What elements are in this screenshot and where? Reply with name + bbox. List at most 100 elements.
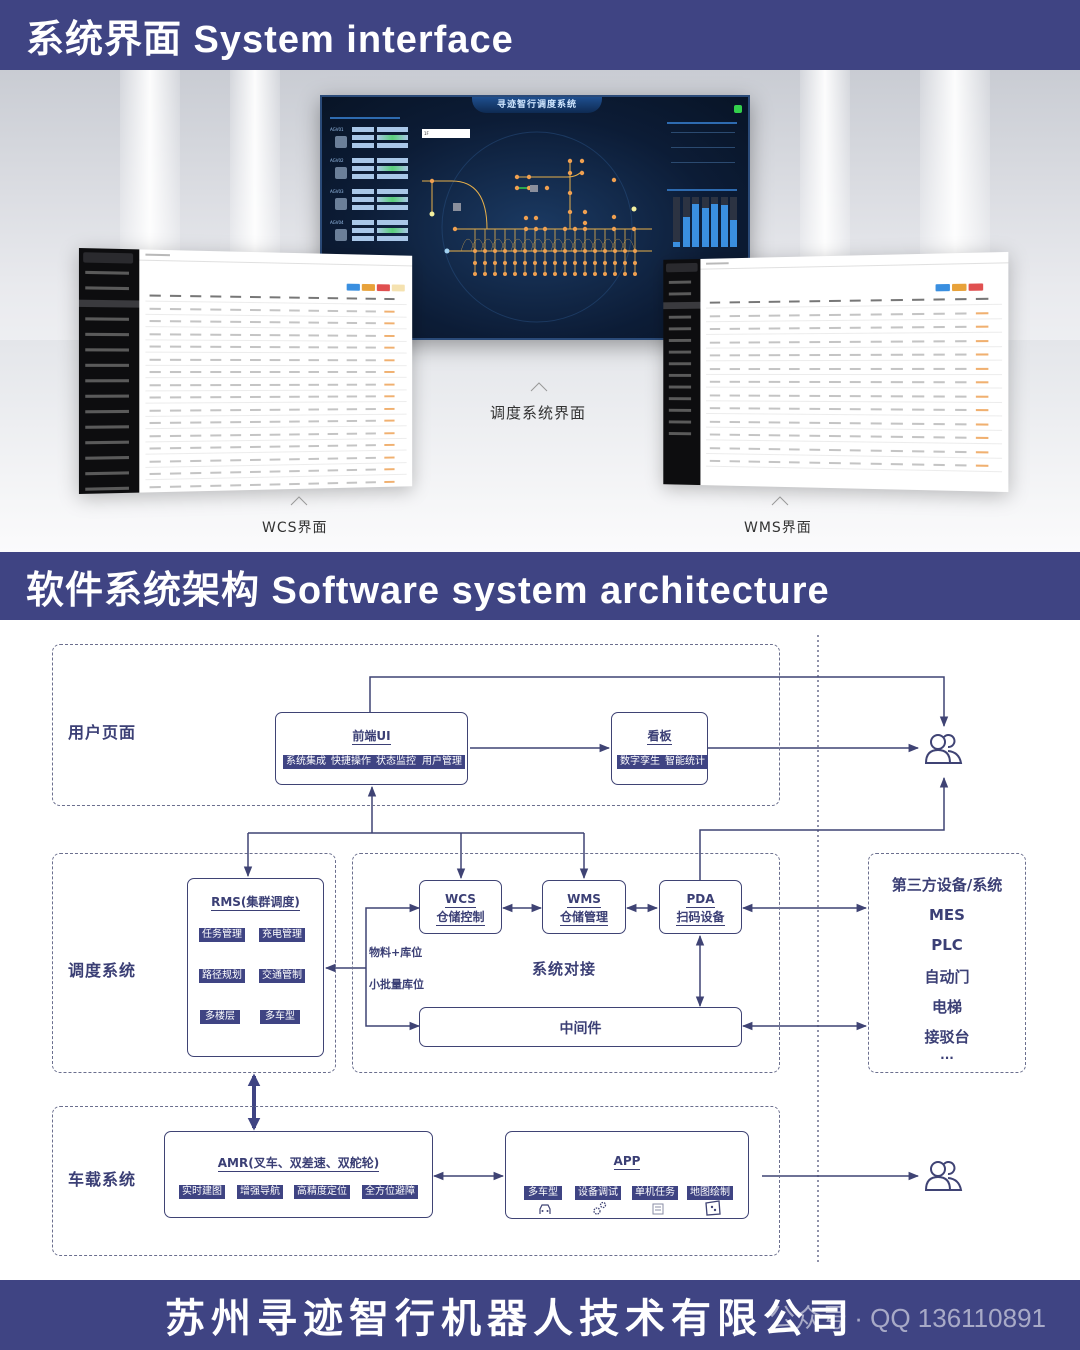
table-cell <box>346 334 358 337</box>
table-cell <box>308 445 320 448</box>
sidebar-menu-item[interactable] <box>668 420 692 424</box>
dispatch-screen-title: 寻迹智行调度系统 <box>472 97 602 113</box>
route-curve <box>470 238 486 252</box>
sidebar-menu-item[interactable] <box>85 363 129 367</box>
sidebar-menu-item[interactable] <box>85 394 129 398</box>
toolbar-button[interactable] <box>361 283 375 291</box>
table-cell <box>346 419 358 423</box>
table-cell <box>190 345 202 348</box>
sidebar-menu-item[interactable] <box>85 486 129 491</box>
sidebar-menu-item[interactable] <box>668 338 692 342</box>
table-cell <box>230 320 242 323</box>
table-cell <box>210 345 222 348</box>
map-node <box>623 249 627 253</box>
sidebar-menu-item[interactable] <box>668 315 692 319</box>
sidebar-menu-item[interactable] <box>668 373 692 377</box>
table-cell <box>976 450 989 453</box>
table-cell <box>346 432 358 435</box>
table-cell <box>327 481 339 484</box>
table-cell <box>709 314 721 317</box>
sidebar-menu-item[interactable] <box>668 327 692 331</box>
table-cell <box>768 314 780 317</box>
table-cell <box>230 458 242 461</box>
table-cell <box>169 459 182 462</box>
map-floor-select[interactable]: 1F <box>422 129 470 138</box>
map-node <box>633 249 637 253</box>
table-cell <box>169 396 182 399</box>
sidebar-menu-item[interactable] <box>85 409 129 414</box>
table-cell <box>912 463 924 466</box>
toolbar-button[interactable] <box>968 283 984 291</box>
route-curve <box>620 238 636 252</box>
sidebar-menu-item[interactable] <box>668 408 692 412</box>
table-cell <box>891 340 903 343</box>
table-cell <box>849 394 862 397</box>
map-node <box>631 226 637 232</box>
table-cell <box>870 340 882 343</box>
map-node <box>611 214 617 220</box>
sidebar-menu-item[interactable] <box>85 270 129 275</box>
table-cell <box>748 394 760 397</box>
table-cell <box>250 333 261 336</box>
table-cell <box>709 433 721 436</box>
sidebar-active-item[interactable] <box>663 301 701 310</box>
sidebar-active-item[interactable] <box>78 299 140 308</box>
map-node <box>583 249 587 253</box>
toolbar-button[interactable] <box>935 283 950 292</box>
table-row-divider <box>706 412 1003 417</box>
sidebar-menu-item[interactable] <box>85 317 129 321</box>
table-cell <box>250 320 261 324</box>
table-cell <box>365 480 376 483</box>
table-cell <box>149 371 161 374</box>
sidebar-menu-item[interactable] <box>668 432 692 436</box>
table-cell <box>729 367 741 370</box>
table-header-cell <box>250 295 261 299</box>
sidebar-menu-item[interactable] <box>668 385 692 389</box>
table-cell <box>169 383 182 386</box>
table-cell <box>289 308 300 312</box>
route-map <box>422 131 652 323</box>
toolbar-button[interactable] <box>391 284 405 292</box>
sidebar-menu-item[interactable] <box>668 292 692 296</box>
map-node <box>573 272 577 276</box>
table-cell <box>729 420 741 423</box>
table-cell <box>250 371 261 374</box>
sidebar-menu-item[interactable] <box>668 350 692 354</box>
third-party-item: 电梯 <box>931 998 962 1016</box>
sidebar-menu-item[interactable] <box>85 286 129 291</box>
table-cell <box>891 435 903 438</box>
node-wms: WMS 仓储管理 <box>542 880 626 934</box>
table-row-divider <box>145 413 407 417</box>
table-cell <box>768 460 780 464</box>
table-cell <box>748 340 760 343</box>
node-title: WCS <box>445 892 476 908</box>
battery-cell <box>377 197 408 202</box>
table-cell <box>210 484 222 487</box>
route-curve <box>510 238 526 252</box>
divider <box>671 132 735 133</box>
toolbar-button[interactable] <box>952 283 967 292</box>
sidebar-menu-item[interactable] <box>85 379 129 383</box>
document-icon <box>652 1203 664 1215</box>
table-cell <box>269 420 281 423</box>
robot-id: AGV03 <box>330 189 344 194</box>
third-party-item: 自动门 <box>924 968 970 986</box>
sidebar-menu-item[interactable] <box>85 455 129 460</box>
route-curve <box>480 238 496 252</box>
map-node <box>573 261 577 265</box>
table-cell <box>829 434 841 438</box>
sidebar-menu-item[interactable] <box>85 332 129 337</box>
sidebar-menu-item[interactable] <box>668 280 692 284</box>
toolbar-button[interactable] <box>346 283 360 291</box>
map-node <box>553 261 557 265</box>
zone-user-pages <box>52 644 780 806</box>
sidebar-menu-item[interactable] <box>85 440 129 445</box>
map-node <box>593 272 597 276</box>
table-cell <box>327 432 339 435</box>
toolbar-button[interactable] <box>376 284 390 292</box>
sidebar-menu-item[interactable] <box>85 471 129 476</box>
sidebar-menu-item[interactable] <box>85 348 129 352</box>
sidebar-menu-item[interactable] <box>85 425 129 429</box>
sidebar-menu-item[interactable] <box>668 397 692 401</box>
sidebar-menu-item[interactable] <box>668 362 692 366</box>
